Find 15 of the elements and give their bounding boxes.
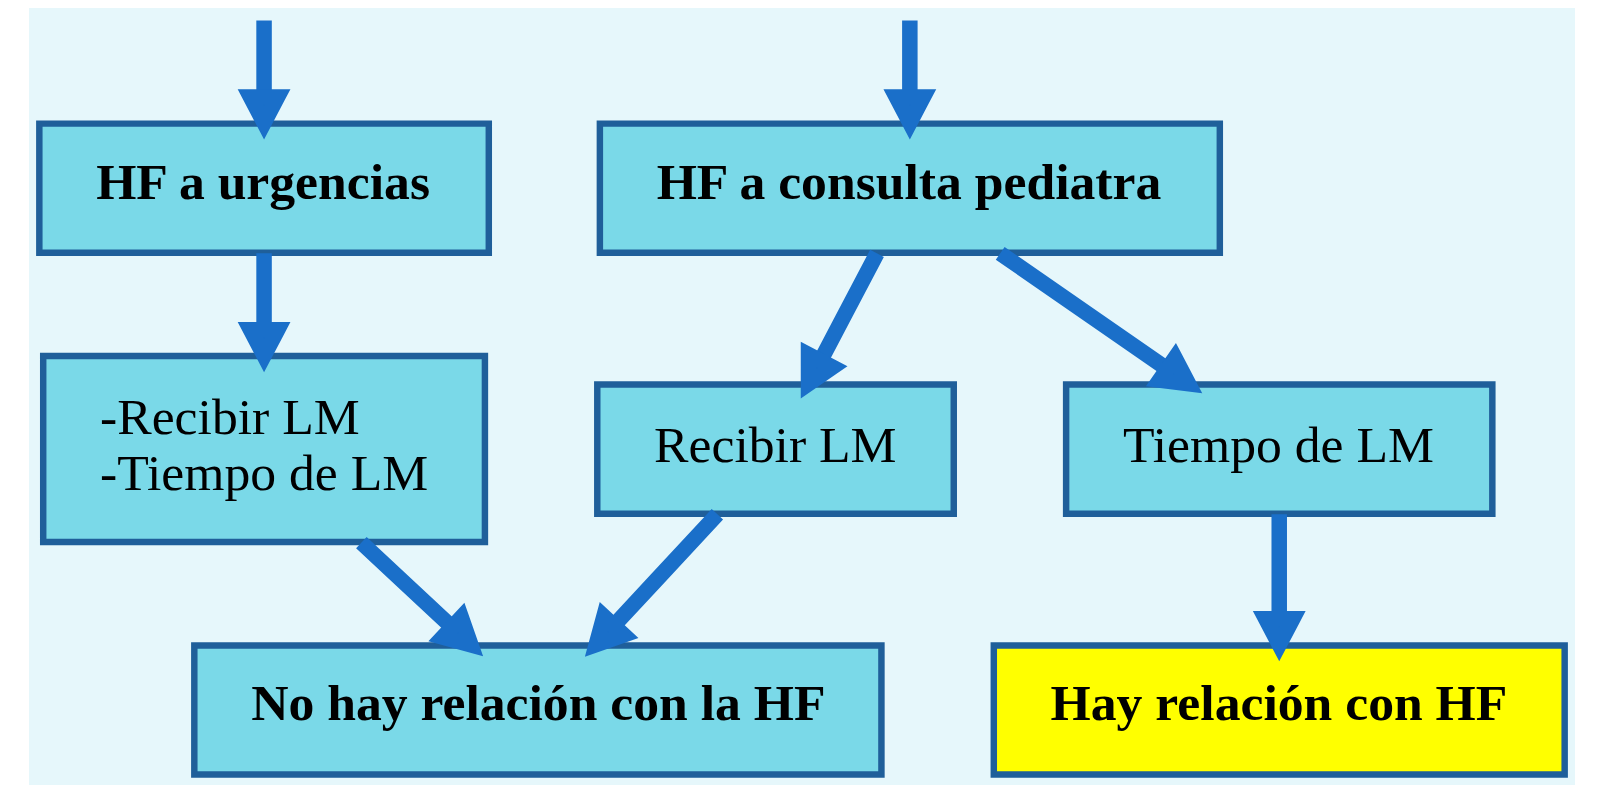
node-box: HF a urgencias	[36, 120, 493, 256]
node-box: Recibir LM	[594, 381, 957, 517]
arrow	[883, 20, 937, 140]
arrow	[1252, 514, 1306, 662]
arrow	[995, 246, 1203, 394]
arrow	[237, 253, 291, 373]
arrow	[237, 20, 291, 140]
node-box: HF a consulta pediatra	[596, 120, 1224, 256]
arrow	[356, 536, 484, 657]
node-box: Hay relación con HF	[990, 642, 1568, 778]
arrow	[800, 249, 884, 399]
arrow	[584, 508, 724, 657]
node-box: Tiempo de LM	[1062, 381, 1496, 517]
node-box: No hay relación con la HF	[191, 642, 885, 778]
node-box: -Recibir LM -Tiempo de LM	[40, 352, 489, 546]
